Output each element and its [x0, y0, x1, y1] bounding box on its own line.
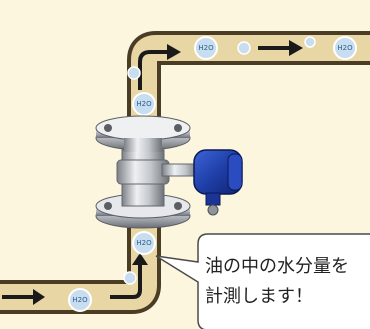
flow-arrow-icon: [110, 262, 142, 299]
callout-line-2: 計測します！: [205, 286, 313, 307]
water-molecule-icon: H2O: [194, 36, 218, 60]
water-droplet-icon: [127, 66, 141, 80]
water-droplet-icon: [304, 36, 316, 48]
water-droplet-icon: [237, 41, 251, 55]
flow-arrow-head-icon: [132, 253, 148, 265]
molecule-label: H2O: [136, 100, 152, 108]
flow-arrow-head-icon: [33, 289, 45, 305]
molecule-label: H2O: [337, 44, 353, 52]
flow-arrow-head-icon: [289, 40, 303, 56]
water-droplet-icon: [123, 271, 137, 285]
moisture-sensor-icon: [95, 115, 243, 229]
molecule-label: H2O: [136, 239, 152, 247]
flow-arrow-head-icon: [167, 44, 181, 60]
flow-arrows: [2, 40, 303, 305]
flow-arrow-icon: [138, 50, 170, 90]
callout-text: 油の中の水分量を 計測します！: [205, 252, 349, 312]
molecule-label: H2O: [72, 296, 88, 304]
molecule-label: H2O: [198, 44, 214, 52]
water-molecule-icon: H2O: [132, 231, 156, 255]
water-molecule-icon: H2O: [132, 92, 156, 116]
speech-bubble-icon: [155, 233, 370, 329]
water-molecule-icon: H2O: [68, 288, 92, 312]
water-molecule-icon: H2O: [333, 36, 357, 60]
callout-line-1: 油の中の水分量を: [205, 256, 349, 277]
